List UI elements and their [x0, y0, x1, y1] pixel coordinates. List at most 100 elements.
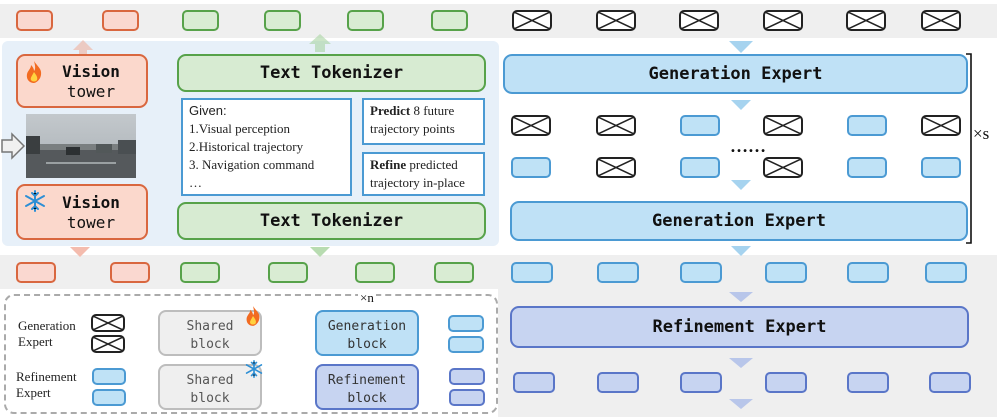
legend-label-line: Expert: [16, 385, 51, 400]
down-arrow-text: [310, 247, 330, 257]
refinement-block-label: Refinement: [327, 373, 407, 388]
token-refinement: [680, 372, 722, 393]
token-generation: [847, 115, 887, 136]
refinement-block-label: block: [347, 391, 387, 406]
text-tokenizer-label: Text Tokenizer: [259, 211, 404, 231]
masked-token: [679, 10, 719, 31]
legend-label-line: Expert: [18, 334, 53, 349]
token-text: [355, 262, 395, 283]
down-arrow-2: [731, 100, 751, 110]
token-generation: [765, 262, 807, 283]
down-arrow-7: [729, 399, 753, 409]
token-generation: [511, 262, 553, 283]
prompt-ellipsis: …: [189, 175, 202, 190]
generation-expert-label: Generation Expert: [652, 211, 826, 231]
down-arrow-vision: [70, 247, 90, 257]
up-arrow-text: [309, 34, 331, 52]
generation-block-label: block: [347, 337, 387, 352]
token-text: [431, 10, 468, 31]
text-tokenizer-top: Text Tokenizer: [177, 54, 486, 92]
token-generation: [921, 157, 961, 178]
vision-tower-frozen: Vision tower: [16, 184, 148, 240]
down-arrow-3: [731, 180, 751, 190]
token-text: [347, 10, 384, 31]
token-text: [264, 10, 301, 31]
repeat-n-label: ×n: [358, 290, 376, 306]
vision-tower-label: tower: [66, 213, 116, 232]
down-arrow-1: [729, 41, 753, 53]
shared-block-label: Shared: [186, 373, 234, 388]
repeat-bracket: [966, 53, 972, 244]
vision-tower-label: tower: [66, 82, 116, 101]
shared-block-label: block: [190, 337, 230, 352]
masked-token: [921, 10, 961, 31]
token-vision: [16, 10, 53, 31]
ellipsis-dots: ……: [730, 136, 766, 156]
text-tokenizer-label: Text Tokenizer: [259, 63, 404, 83]
masked-token: [846, 10, 886, 31]
task-refine-box: Refine predicted trajectory in-place: [362, 152, 485, 196]
refinement-expert-label: Refinement Expert: [652, 317, 827, 337]
vision-tower-label: Vision: [62, 193, 120, 212]
legend-generation-label: Generation Expert: [18, 318, 88, 350]
token-text: [180, 262, 220, 283]
refinement-block: Refinement block: [315, 364, 419, 410]
token-refinement: [929, 372, 971, 393]
task-predict-bold: Predict: [370, 103, 411, 118]
repeat-s-label: ×s: [973, 124, 990, 143]
prompt-item: 1.Visual perception: [189, 121, 291, 136]
token-generation: [847, 262, 889, 283]
fire-icon: [24, 60, 44, 89]
masked-token: [91, 314, 125, 332]
up-arrow-vision: [73, 40, 93, 58]
task-predict-box: Predict 8 future trajectory points: [362, 98, 485, 145]
task-predict-text: trajectory points: [370, 121, 455, 136]
generation-expert-label: Generation Expert: [648, 64, 823, 84]
token-generation: [680, 157, 720, 178]
token-text: [268, 262, 308, 283]
token-generation: [448, 336, 484, 353]
token-refinement: [765, 372, 807, 393]
legend-label-line: Generation: [18, 318, 76, 333]
token-generation: [680, 262, 722, 283]
token-refinement: [513, 372, 555, 393]
masked-token: [512, 10, 552, 31]
generation-expert-bottom: Generation Expert: [510, 201, 968, 241]
generation-block: Generation block: [315, 310, 419, 356]
generation-expert-top: Generation Expert: [503, 54, 968, 94]
prompt-item: 3. Navigation command: [189, 157, 315, 172]
fire-icon: [244, 305, 262, 332]
token-generation: [92, 389, 126, 406]
camera-image: [26, 114, 136, 178]
top-token-band: [0, 4, 997, 38]
down-arrow-5: [729, 292, 753, 302]
prompt-box: Given: 1.Visual perception 2.Historical …: [181, 98, 352, 196]
legend-refinement-label: Refinement Expert: [16, 369, 88, 401]
masked-token: [763, 10, 803, 31]
task-refine-text: trajectory in-place: [370, 175, 465, 190]
refinement-expert: Refinement Expert: [510, 306, 969, 348]
masked-token: [921, 115, 961, 136]
legend-label-line: Refinement: [16, 369, 77, 384]
token-generation: [448, 315, 484, 332]
token-generation: [680, 115, 720, 136]
token-generation: [597, 262, 639, 283]
shared-block-label: Shared: [186, 319, 234, 334]
task-refine-text: predicted: [406, 157, 458, 172]
token-refinement: [449, 389, 485, 406]
down-arrow-4: [731, 246, 751, 256]
generation-block-label: Generation: [327, 319, 407, 334]
vision-tower-label: Vision: [62, 62, 120, 81]
masked-token: [763, 157, 803, 178]
text-tokenizer-bottom: Text Tokenizer: [177, 202, 486, 240]
vision-tower-trainable: Vision tower: [16, 54, 148, 108]
middle-token-band: [0, 255, 997, 289]
masked-token: [763, 115, 803, 136]
prompt-given: Given:: [189, 103, 227, 118]
token-vision: [102, 10, 139, 31]
masked-token: [596, 157, 636, 178]
masked-token: [596, 10, 636, 31]
token-vision: [16, 262, 56, 283]
token-generation: [847, 157, 887, 178]
task-refine-bold: Refine: [370, 157, 407, 172]
